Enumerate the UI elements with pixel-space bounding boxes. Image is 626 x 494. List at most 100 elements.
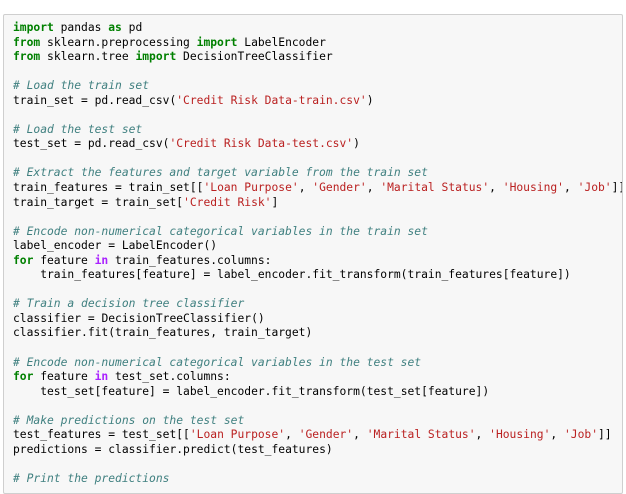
code-token: for: [13, 253, 34, 267]
code-line: # Train a decision tree classifier: [13, 297, 618, 312]
code-token: train_set[[: [121, 181, 204, 195]
code-line: [13, 210, 618, 225]
code-token: in: [94, 253, 109, 267]
code-token: pd: [121, 21, 143, 34]
code-token: =: [115, 181, 122, 195]
code-token: # Train a decision tree classifier: [13, 297, 245, 311]
code-token: feature: [33, 370, 95, 384]
code-token: pd.read_csv(: [87, 93, 177, 107]
code-token: ): [353, 137, 360, 151]
code-token: DecisionTreeClassifier(): [94, 311, 265, 325]
code-token: classifier.fit(train_features, train_tar…: [13, 326, 313, 340]
code-token: # Encode non-numerical categorical varia…: [13, 224, 428, 238]
code-token: ,: [563, 181, 578, 195]
code-token: 'Job': [577, 181, 612, 195]
code-line: classifier.fit(train_features, train_tar…: [13, 326, 618, 341]
code-token: from: [13, 35, 41, 49]
code-token: sklearn.tree: [40, 50, 136, 64]
code-token: 'Job': [563, 428, 598, 442]
code-token: =: [87, 311, 95, 325]
code-token: =: [94, 442, 102, 456]
code-token: 'Marital Status': [380, 181, 490, 195]
code-line: train_target = train_set['Credit Risk']: [13, 196, 618, 211]
code-token: # Encode non-numerical categorical varia…: [13, 355, 422, 369]
code-line: [13, 152, 618, 167]
code-token: ,: [475, 428, 490, 442]
code-token: =: [203, 268, 211, 282]
code-token: train_features: [13, 181, 116, 195]
code-line: [13, 457, 618, 472]
code-line: # Load the train set: [13, 79, 618, 94]
code-token: for: [13, 370, 34, 384]
code-line: from sklearn.preprocessing import LabelE…: [13, 36, 618, 51]
code-token: ): [366, 93, 374, 107]
code-line: train_features = train_set[['Loan Purpos…: [13, 181, 622, 196]
code-line: train_features[feature] = label_encoder.…: [13, 268, 618, 283]
code-token: ]]: [598, 428, 612, 442]
code-token: import: [13, 21, 54, 34]
code-token: predictions: [13, 442, 95, 456]
code-token: 'Loan Purpose': [189, 428, 286, 442]
code-line: test_features = test_set[['Loan Purpose'…: [13, 428, 618, 443]
code-token: pandas: [53, 21, 109, 34]
code-token: ,: [298, 181, 313, 195]
code-token: feature: [33, 253, 95, 267]
code-token: 'Gender': [298, 428, 354, 442]
code-line: import pandas as pd: [13, 21, 618, 36]
code-token: 'Housing': [489, 428, 551, 442]
code-token: =: [81, 93, 88, 107]
code-token: train_target: [13, 195, 102, 209]
code-token: in: [94, 370, 109, 384]
code-token: train_features.columns:: [108, 253, 272, 267]
code-line: for feature in test_set.columns:: [13, 370, 618, 385]
code-token: train_features[feature]: [13, 268, 204, 282]
code-line: # Make predictions on the test set: [13, 414, 618, 429]
code-line: test_set[feature] = label_encoder.fit_tr…: [13, 385, 618, 400]
code-line: label_encoder = LabelEncoder(): [13, 239, 618, 254]
code-token: sklearn.preprocessing: [40, 35, 197, 49]
code-token: import: [135, 50, 177, 64]
code-line: [13, 341, 618, 356]
code-token: =: [108, 428, 116, 442]
code-token: ,: [366, 181, 381, 195]
code-token: label_encoder: [13, 239, 109, 253]
code-token: test_set: [13, 137, 75, 151]
code-line: classifier = DecisionTreeClassifier(): [13, 312, 618, 327]
code-token: test_features: [13, 428, 109, 442]
code-line: train_set = pd.read_csv('Credit Risk Dat…: [13, 94, 618, 109]
code-token: =: [74, 137, 82, 151]
code-line: for feature in train_features.columns:: [13, 254, 618, 269]
code-token: 'Credit Risk Data-train.csv': [176, 93, 367, 107]
code-token: ]: [271, 195, 279, 209]
code-token: # Make predictions on the test set: [13, 413, 245, 427]
code-token: LabelEncoder(): [115, 239, 218, 253]
code-token: # Print the predictions: [13, 471, 170, 485]
code-line: predictions = classifier.predict(test_fe…: [13, 443, 618, 458]
code-token: as: [108, 21, 122, 34]
code-token: 'Credit Risk': [183, 195, 272, 209]
code-token: =: [101, 195, 109, 209]
code-token: =: [162, 384, 170, 398]
code-token: classifier.predict(test_features): [101, 442, 333, 456]
code-line: [13, 399, 618, 414]
code-token: label_encoder.fit_transform(test_set[fea…: [169, 384, 490, 398]
code-token: label_encoder.fit_transform(train_featur…: [210, 268, 571, 282]
code-token: =: [108, 239, 116, 253]
code-line: # Encode non-numerical categorical varia…: [13, 225, 618, 240]
code-token: train_set: [13, 93, 82, 107]
code-token: 'Loan Purpose': [203, 181, 299, 195]
code-token: test_set[feature]: [13, 384, 163, 398]
code-token: # Load the test set: [13, 122, 143, 136]
code-token: ,: [550, 428, 564, 442]
code-token: pd.read_csv(: [81, 137, 170, 151]
code-line: # Print the predictions: [13, 472, 618, 487]
code-token: # Load the train set: [13, 79, 150, 93]
code-token: ,: [353, 428, 367, 442]
code-token: test_set.columns:: [108, 370, 231, 384]
code-token: 'Gender': [312, 181, 367, 195]
code-token: classifier: [13, 311, 88, 325]
code-token: 'Housing': [502, 181, 564, 195]
code-token: test_set[[: [115, 428, 190, 442]
